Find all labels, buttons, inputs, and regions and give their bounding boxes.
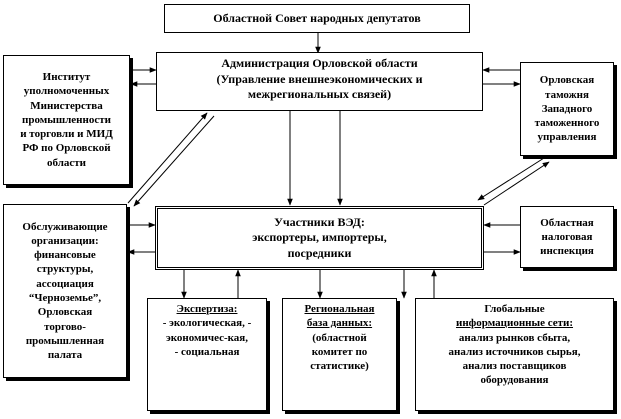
customs-line: управления bbox=[537, 131, 597, 144]
regional-db-title: Региональная bbox=[304, 303, 375, 315]
tax-line: налоговая bbox=[541, 230, 593, 243]
global-net-box: Глобальные информационные сети: анализ р… bbox=[415, 298, 614, 411]
tax-line: инспекция bbox=[540, 245, 594, 258]
expertise-line: - социальная bbox=[174, 345, 240, 358]
service-orgs-line: организации: bbox=[31, 234, 99, 247]
service-orgs-box: Обслуживающие организации: финансовые ст… bbox=[3, 204, 127, 378]
institute-line: промышленности bbox=[22, 113, 111, 126]
expertise-line: экономичес-кая, bbox=[165, 331, 249, 344]
arrow-administration-to-service bbox=[133, 115, 215, 207]
customs-line: Западного bbox=[541, 102, 593, 115]
customs-line: Орловская bbox=[539, 74, 595, 87]
global-net-line: оборудования bbox=[480, 374, 549, 387]
administration-title: Администрация Орловской области bbox=[221, 56, 418, 70]
service-orgs-line: палата bbox=[47, 349, 83, 362]
council-line: Областной Совет народных депутатов bbox=[213, 10, 421, 25]
arrow-customs-to-participants bbox=[477, 157, 545, 201]
participants-line: экспортеры, импортеры, bbox=[252, 230, 387, 245]
administration-subtitle: межрегиональных связей) bbox=[247, 87, 392, 102]
regional-db-box: Региональная база данных: (областной ком… bbox=[282, 298, 397, 411]
global-net-line: анализ поставщиков bbox=[462, 360, 567, 373]
expertise-title: Экспертиза: bbox=[176, 303, 238, 315]
expertise-box: Экспертиза: - экологическая, - экономиче… bbox=[147, 298, 267, 411]
administration-subtitle: (Управление внешнеэкономических и bbox=[216, 71, 423, 86]
council-box: Областной Совет народных депутатов bbox=[164, 4, 470, 33]
service-orgs-line: Обслуживающие bbox=[22, 220, 108, 233]
institute-line: РФ по Орловской bbox=[22, 142, 111, 155]
customs-box: Орловская таможня Западного таможенного … bbox=[520, 62, 614, 156]
regional-db-line: статистике) bbox=[310, 360, 369, 373]
regional-db-line: комитет по bbox=[311, 345, 368, 358]
participants-line: посредники bbox=[287, 245, 352, 260]
customs-line: таможенного bbox=[534, 117, 600, 130]
tax-line: Областная bbox=[540, 216, 594, 229]
service-orgs-line: промышленная bbox=[25, 334, 105, 347]
regional-db-title: база данных: bbox=[306, 317, 373, 330]
global-net-line: анализ рынков сбыта, bbox=[458, 331, 571, 344]
service-orgs-line: торгово- bbox=[44, 320, 86, 333]
institute-line: области bbox=[46, 156, 87, 169]
global-net-title: Глобальные bbox=[484, 303, 545, 315]
institute-line: Институт bbox=[42, 70, 91, 83]
service-orgs-line: финансовые bbox=[34, 249, 96, 262]
expertise-line: - экологическая, - bbox=[162, 317, 252, 330]
global-net-title: информационные сети: bbox=[455, 317, 574, 330]
institute-line: и торговли и МИД bbox=[20, 128, 113, 141]
participants-title: Участники ВЭД: bbox=[274, 214, 365, 229]
service-orgs-line: Орловская bbox=[37, 306, 93, 319]
service-orgs-line: структуры, bbox=[36, 263, 94, 276]
institute-line: уполномоченных bbox=[23, 85, 110, 98]
institute-box: Институт уполномоченных Министерства про… bbox=[3, 55, 130, 185]
regional-db-line: (областной bbox=[312, 331, 367, 344]
service-orgs-line: ассоциация bbox=[36, 277, 94, 290]
service-orgs-line: “Черноземье”, bbox=[28, 292, 102, 304]
participants-box: Участники ВЭД: экспортеры, импортеры, по… bbox=[155, 206, 484, 270]
institute-line: Министерства bbox=[30, 99, 103, 112]
tax-box: Областная налоговая инспекция bbox=[520, 206, 614, 268]
global-net-line: анализ источников сырья, bbox=[448, 345, 581, 358]
customs-line: таможня bbox=[545, 88, 589, 101]
arrow-participants-to-customs bbox=[483, 161, 550, 206]
arrow-service-to-administration bbox=[127, 112, 208, 204]
administration-box: Администрация Орловской области (Управле… bbox=[156, 52, 483, 111]
